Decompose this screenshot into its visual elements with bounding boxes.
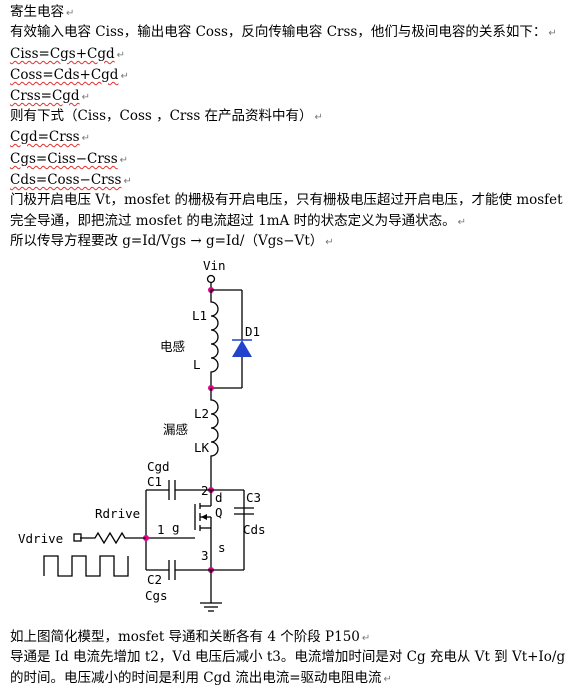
- label-pin1: 1: [157, 522, 165, 537]
- inductor-l1: [210, 290, 219, 388]
- label-rdrive: Rdrive: [95, 506, 140, 521]
- resistor-rdrive: [80, 531, 146, 545]
- label-pin3: 3: [201, 548, 209, 563]
- label-q: Q: [215, 505, 223, 520]
- label-vin: Vin: [203, 258, 226, 273]
- label-gate: g: [172, 520, 180, 535]
- formula-ciss: Ciss=Cgs+Cgd↵: [10, 46, 126, 62]
- label-pin2: 2: [201, 483, 209, 498]
- label-leakage: 漏感: [163, 422, 188, 437]
- text-line: 完全导通，即把流过 mosfet 的电流超过 1mA 时的状态定义为导通状态。↵: [10, 213, 466, 229]
- label-cgs: Cgs: [145, 588, 168, 603]
- formula-cgd: Cgd=Crss↵: [10, 129, 90, 145]
- vin-terminal: [206, 274, 216, 284]
- square-wave-source: [43, 555, 129, 577]
- label-l1: L1: [192, 308, 207, 323]
- diode-d1: [232, 340, 252, 357]
- label-vdrive: Vdrive: [18, 531, 63, 546]
- text-line: 如上图简化模型，mosfet 导通和关断各有 4 个阶段 P150↵: [10, 629, 371, 645]
- label-cds: Cds: [243, 522, 266, 537]
- text-line: 有效输入电容 Ciss，输出电容 Coss，反向传输电容 Crss，他们与极间电…: [10, 24, 557, 40]
- label-inductor: 电感: [160, 339, 185, 354]
- label-d1: D1: [245, 324, 260, 339]
- formula-coss: Coss=Cds+Cgd↵: [10, 67, 129, 83]
- label-drain: d: [215, 490, 223, 505]
- label-source: s: [218, 540, 226, 555]
- circuit-diagram: Vin L1 L 电感 D1 L2 LK 漏感 Cgd C1 C3 Cds 2 …: [18, 258, 266, 612]
- formula-crss: Crss=Cgd↵: [10, 88, 90, 104]
- label-c2: C2: [147, 572, 162, 587]
- formula-cgs: Cgs=Ciss−Crss↵: [10, 151, 129, 167]
- vdrive-terminal: [73, 533, 82, 542]
- label-c3: C3: [246, 490, 261, 505]
- label-cgd: Cgd: [147, 459, 170, 474]
- text-line: 的时间。电压减小的时间是利用 Cgd 流出电流=驱动电阻电流↵: [10, 670, 392, 686]
- text-line: 所以传导方程要改 g=Id/Vgs → g=Id/（Vgs−Vt）↵: [10, 233, 334, 249]
- text-line: 则有下式（Ciss，Coss ，Crss 在产品资料中有）↵: [10, 108, 323, 124]
- label-lk: LK: [194, 440, 210, 455]
- inductor-l2: [210, 388, 219, 472]
- label-l: L: [193, 357, 201, 372]
- text-line: 门极开启电压 Vt，mosfet 的栅极有开启电压，只有栅极电压超过开启电压，才…: [10, 192, 563, 208]
- label-l2: L2: [194, 406, 209, 421]
- formula-cds: Cds=Coss−Crss↵: [10, 172, 132, 188]
- heading-parasitic-capacitance: 寄生电容↵: [10, 4, 75, 20]
- text-line: 导通是 Id 电流先增加 t2，Vd 电压后减小 t3。电流增加时间是对 Cg …: [10, 649, 566, 665]
- label-c1: C1: [147, 474, 162, 489]
